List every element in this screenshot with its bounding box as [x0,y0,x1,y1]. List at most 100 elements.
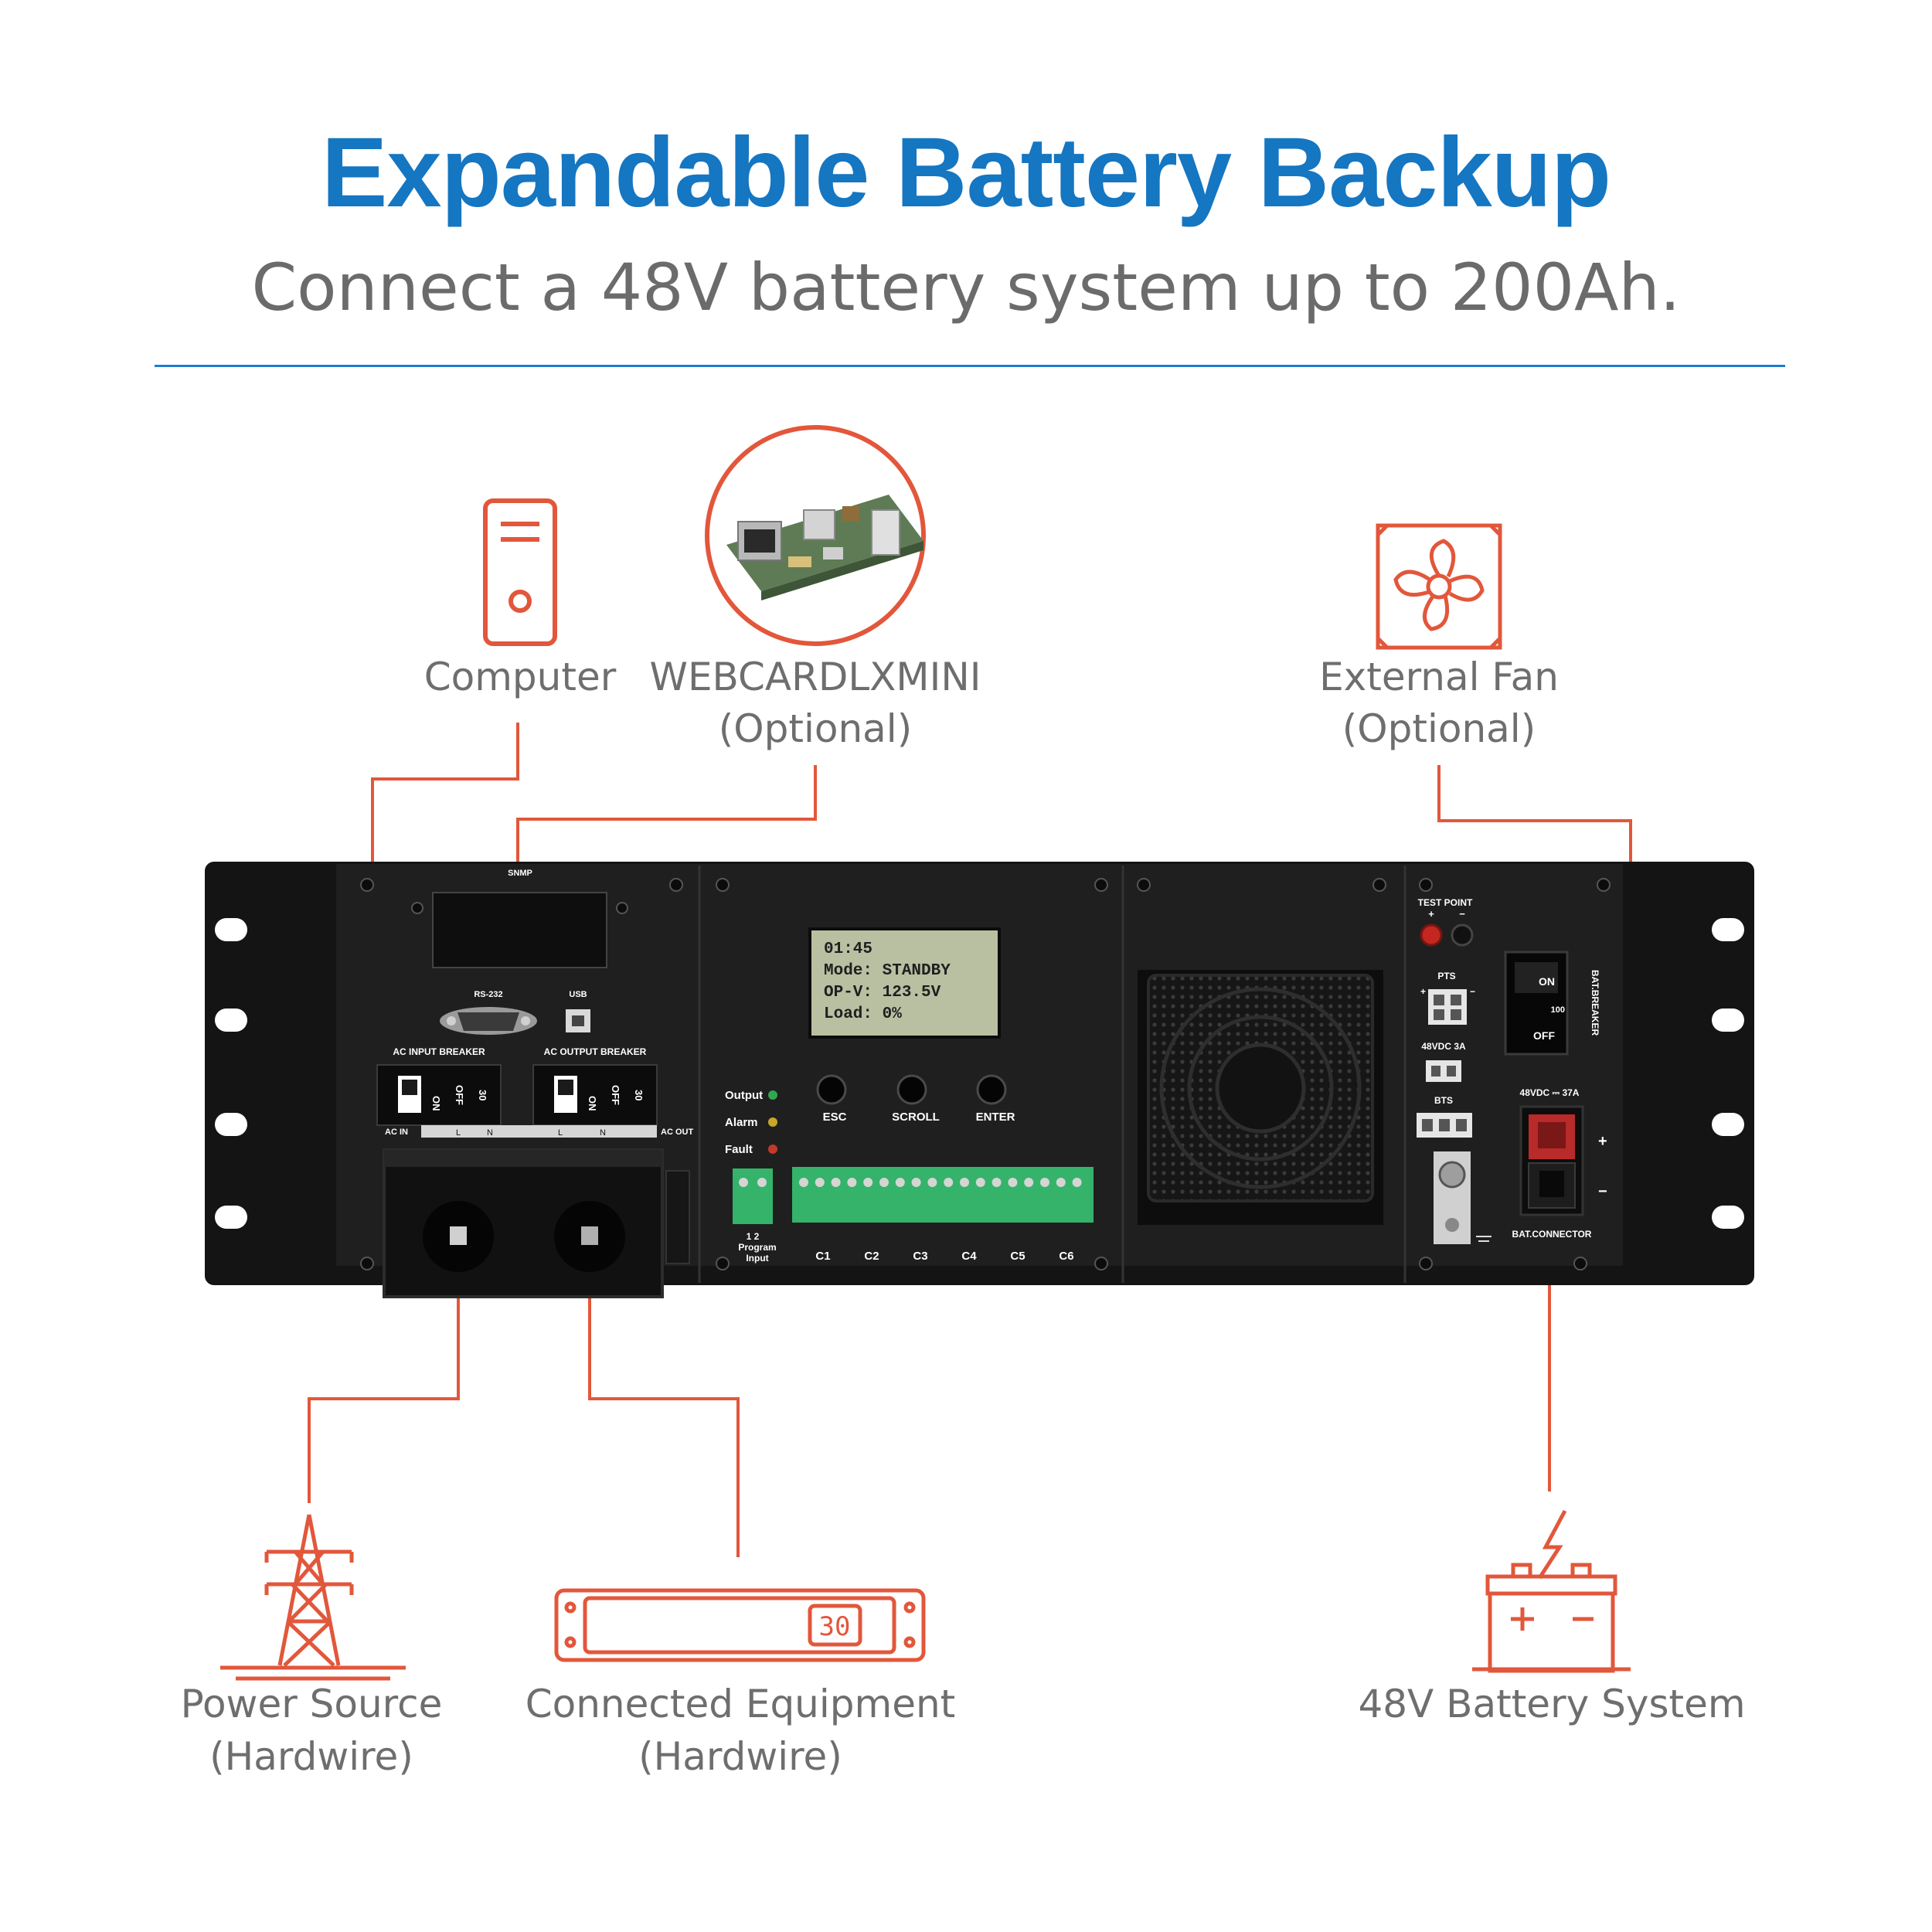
svg-text:OFF: OFF [454,1085,465,1105]
relay-terminal-screw [799,1178,808,1187]
relay-terminal-screw [927,1178,937,1187]
ground-lug[interactable] [1434,1151,1492,1244]
ups-front-panel: SNMP RS-232 USB AC INPUT BREAKER AC OUTP… [205,862,1754,1298]
ac-terminal-strip [421,1125,657,1138]
bat-connector-label: BAT.CONNECTOR [1512,1229,1592,1240]
computer-label: Computer [424,655,617,699]
svg-text:Input: Input [746,1253,768,1264]
relay-terminal-screw [975,1178,985,1187]
svg-text:ON: ON [587,1096,598,1111]
ac-in-label: AC IN [385,1128,408,1137]
battery-anderson-connector[interactable] [1519,1105,1584,1216]
svg-text:+: + [1420,986,1426,997]
relay-terminal-screw [815,1178,825,1187]
program-input-terminal[interactable] [733,1168,773,1224]
relay-terminal-screw [1008,1178,1018,1187]
lcd-line-time: 01:45 [824,940,872,958]
pts-label: PTS [1437,971,1455,981]
title-divider [155,365,1785,367]
fault-led [768,1145,777,1154]
relay-terminal-screw [863,1178,873,1187]
output-led-label: Output [725,1089,763,1102]
bts-connector[interactable] [1417,1113,1472,1138]
relay-group-c4: C4 [961,1250,977,1263]
relay-terminal-screw [879,1178,889,1187]
lcd-line-load: Load: 0% [824,1005,902,1023]
bat-connector-rating-label: 48VDC ⎓ 37A [1520,1087,1580,1098]
svg-text:−: − [1470,986,1475,997]
relay-terminal-screw [1024,1178,1034,1187]
snmp-label: SNMP [508,869,532,878]
usb-label: USB [569,990,587,999]
rack-equipment-icon [554,1588,926,1662]
ac-out-label: AC OUT [661,1128,693,1137]
computer-tower-icon [483,498,557,646]
connected-equipment-label: Connected Equipment [526,1682,956,1726]
fan-label: External Fan [1319,655,1559,699]
svg-text:100: 100 [1551,1005,1565,1015]
svg-text:ON: ON [1539,975,1555,988]
pts-connector[interactable] [1428,989,1467,1025]
program-input-label: Program [738,1242,776,1253]
relay-group-c2: C2 [864,1250,879,1263]
relay-terminal-screw [960,1178,969,1187]
enter-button[interactable] [976,1074,1007,1105]
fan-power-label: 48VDC 3A [1421,1041,1466,1052]
svg-text:−: − [1459,908,1465,920]
relay-group-c1: C1 [815,1250,830,1263]
relay-terminal-screw [847,1178,857,1187]
equipment-display-readout: 30 [819,1611,851,1642]
svg-text:OFF: OFF [1533,1029,1555,1042]
svg-text:N: N [600,1128,606,1138]
esc-button[interactable] [816,1074,847,1105]
ac-input-breaker-switch[interactable]: ON OFF 30 [376,1064,502,1126]
relay-group-c3: C3 [913,1250,927,1263]
svg-text:+: + [1428,908,1434,920]
equipment-connector-line [588,1252,740,1557]
fan-power-port[interactable] [1426,1060,1461,1082]
hardwire-conduit-box [383,1148,690,1298]
svg-text:+: + [1598,1133,1607,1150]
power-connector-line [308,1252,460,1503]
lcd-line-mode: Mode: STANDBY [824,962,951,980]
battery-breaker-switch[interactable]: ON 100 OFF [1504,951,1569,1056]
test-point-positive-jack[interactable] [1420,923,1443,947]
esc-button-label: ESC [823,1111,847,1124]
enter-button-label: ENTER [976,1111,1015,1124]
relay-group-c6: C6 [1059,1250,1073,1263]
svg-text:OFF: OFF [610,1085,621,1105]
lcd-display: 01:45 Mode: STANDBY OP-V: 123.5V Load: 0… [808,927,1001,1039]
ac-output-breaker-switch[interactable]: ON OFF 30 [532,1064,658,1126]
relay-terminal-block[interactable] [792,1167,1094,1223]
power-source-label: Power Source [181,1682,443,1726]
battery-system-label: 48V Battery System [1358,1682,1745,1726]
power-tower-icon [220,1514,406,1681]
rs232-label: RS-232 [474,990,502,999]
relay-terminal-screw [911,1178,921,1187]
scroll-button-label: SCROLL [892,1111,940,1124]
power-source-hardwire-label: (Hardwire) [209,1734,413,1779]
snmp-card-slot[interactable] [432,892,607,968]
webcard-connector-line [516,765,817,873]
connected-equipment-hardwire-label: (Hardwire) [638,1734,842,1779]
test-point-label: TEST POINT [1418,897,1473,908]
svg-text:30: 30 [633,1090,645,1100]
svg-text:−: − [1598,1183,1607,1200]
svg-text:1 2: 1 2 [747,1231,760,1242]
svg-text:N: N [487,1128,493,1138]
page-subtitle: Connect a 48V battery system up to 200Ah… [251,250,1681,325]
relay-terminal-screw [895,1178,905,1187]
relay-terminal-screw [1056,1178,1066,1187]
alarm-led-label: Alarm [725,1116,758,1129]
usb-b-port[interactable] [566,1009,590,1032]
svg-text:L: L [456,1128,461,1138]
test-point-negative-jack[interactable] [1451,923,1474,947]
relay-group-c5: C5 [1010,1250,1025,1263]
relay-terminal-screw [992,1178,1002,1187]
svg-text:ON: ON [430,1096,442,1111]
fan-optional-label: (Optional) [1342,706,1536,751]
rs232-port[interactable] [440,1007,537,1035]
scroll-button[interactable] [896,1074,927,1105]
